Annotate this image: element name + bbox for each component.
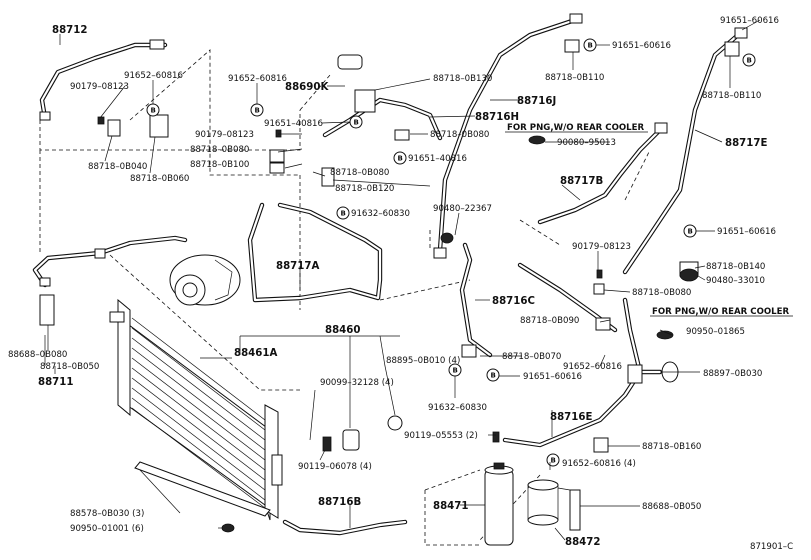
label-88718-0b080-c: 88718–0B080: [330, 168, 389, 178]
svg-text:B: B: [354, 119, 359, 127]
label-91652-60816-c: 91652–60816: [563, 362, 622, 372]
diagram-code: 871901–C: [750, 542, 793, 552]
label-91652-60816-b: 91652–60816: [228, 74, 287, 84]
receiver-88471: [484, 462, 514, 546]
label-90480-33010: 90480–33010: [706, 276, 765, 286]
label-91651-60616-d: 91651–60616: [523, 372, 582, 382]
label-88690k: 88690K: [285, 82, 329, 93]
leader-lines: [44, 19, 761, 541]
label-91651-60616-a: 91651–60616: [612, 41, 671, 51]
label-90950-01001: 90950–01001 (6): [70, 524, 144, 534]
label-91632-60830-a: 91632–60830: [351, 209, 410, 219]
note-rear-cooler-a: FOR PNG,W/O REAR COOLER: [507, 123, 645, 133]
note-frames: [505, 131, 793, 317]
b-markers: B B B B B B B B B B B: [146, 38, 756, 467]
label-90179-08123-a: 90179–08123: [70, 82, 129, 92]
label-88718-0b140: 88718–0B140: [706, 262, 765, 272]
label-88718-0b090: 88718–0B090: [520, 316, 579, 326]
label-88460: 88460: [325, 325, 360, 336]
label-88461a: 88461A: [234, 348, 277, 359]
label-88718-0b080-d: 88718–0B080: [632, 288, 691, 298]
label-88578-0b030: 88578–0B030 (3): [70, 509, 144, 519]
svg-text:B: B: [588, 42, 593, 50]
clamps: [39, 39, 740, 533]
dashed-guides: [39, 49, 651, 546]
label-88717e: 88717E: [725, 138, 767, 149]
svg-text:B: B: [398, 155, 403, 163]
label-88716b: 88716B: [318, 497, 361, 508]
label-90179-08123-c: 90179–08123: [572, 242, 631, 252]
label-88718-0b050: 88718–0B050: [40, 362, 99, 372]
label-91651-60616-c: 91651–60616: [717, 227, 776, 237]
svg-text:B: B: [341, 210, 346, 218]
label-88895-0b010: 88895–0B010 (4): [386, 356, 460, 366]
label-88717a: 88717A: [276, 261, 319, 272]
pipe-88712: [39, 39, 168, 121]
label-88718-0b120: 88718–0B120: [335, 184, 394, 194]
label-88471: 88471: [433, 501, 468, 512]
pipe-88717B: [537, 122, 668, 225]
svg-text:B: B: [453, 367, 458, 375]
label-88716e: 88716E: [550, 412, 592, 423]
label-88716h: 88716H: [475, 112, 519, 123]
svg-text:B: B: [491, 372, 496, 380]
label-88711: 88711: [38, 377, 73, 388]
label-88718-0b100: 88718–0B100: [190, 160, 249, 170]
pipe-88716E: [502, 297, 663, 448]
label-90179-08123-b: 90179–08123: [195, 130, 254, 140]
pipe-88716J: [433, 13, 583, 259]
compressor: [169, 254, 241, 306]
label-88716c: 88716C: [492, 296, 535, 307]
label-90950-01865: 90950–01865: [686, 327, 745, 337]
label-88718-0b130: 88718–0B130: [433, 74, 492, 84]
pipe-88717E: [622, 27, 748, 275]
pipe-88716H: [322, 97, 443, 141]
svg-text:B: B: [255, 107, 260, 115]
svg-text:B: B: [747, 57, 752, 65]
condenser-88460: [109, 298, 283, 521]
label-88688-0b050: 88688–0B050: [642, 502, 701, 512]
label-88472: 88472: [565, 537, 600, 548]
label-88718-0b160: 88718–0B160: [642, 442, 701, 452]
label-90099-32128: 90099–32128 (4): [320, 378, 394, 388]
label-88717b: 88717B: [560, 176, 603, 187]
label-88897-0b030: 88897–0B030: [703, 369, 762, 379]
label-91651-60616-b: 91651–60616: [720, 16, 779, 26]
label-88712: 88712: [52, 25, 87, 36]
label-91652-60816-a: 91652–60816: [124, 71, 183, 81]
label-90480-22367: 90480–22367: [433, 204, 492, 214]
label-88718-0b110-a: 88718–0B110: [545, 73, 604, 83]
note-rear-cooler-b: FOR PNG,W/O REAR COOLER: [652, 307, 790, 317]
label-91651-40816-a: 91651–40816: [264, 119, 323, 129]
label-88718-0b060: 88718–0B060: [130, 174, 189, 184]
label-90119-05553: 90119–05553 (2): [404, 431, 478, 441]
label-88718-0b110-b: 88718–0B110: [702, 91, 761, 101]
pipe-88717A: [247, 202, 383, 303]
label-88718-0b080-a: 88718–0B080: [190, 145, 249, 155]
pipe-88711: [32, 235, 188, 288]
svg-text:B: B: [151, 107, 156, 115]
bracket-88472: [527, 479, 571, 526]
label-88688-0b080: 88688–0B080: [8, 350, 67, 360]
label-88718-0b040: 88718–0B040: [88, 162, 147, 172]
label-91652-60816-d: 91652–60816 (4): [562, 459, 636, 469]
label-90119-06078: 90119–06078 (4): [298, 462, 372, 472]
label-88718-0b070: 88718–0B070: [502, 352, 561, 362]
svg-text:B: B: [551, 457, 556, 465]
label-88718-0b080-b: 88718–0B080: [430, 130, 489, 140]
label-88716j: 88716J: [517, 96, 556, 107]
label-91632-60830-b: 91632–60830: [428, 403, 487, 413]
pipe-88716B: [282, 519, 408, 536]
label-90080-95013: 90080–95013: [557, 138, 616, 148]
label-91651-40816-b: 91651–40816: [408, 154, 467, 164]
svg-text:B: B: [688, 228, 693, 236]
